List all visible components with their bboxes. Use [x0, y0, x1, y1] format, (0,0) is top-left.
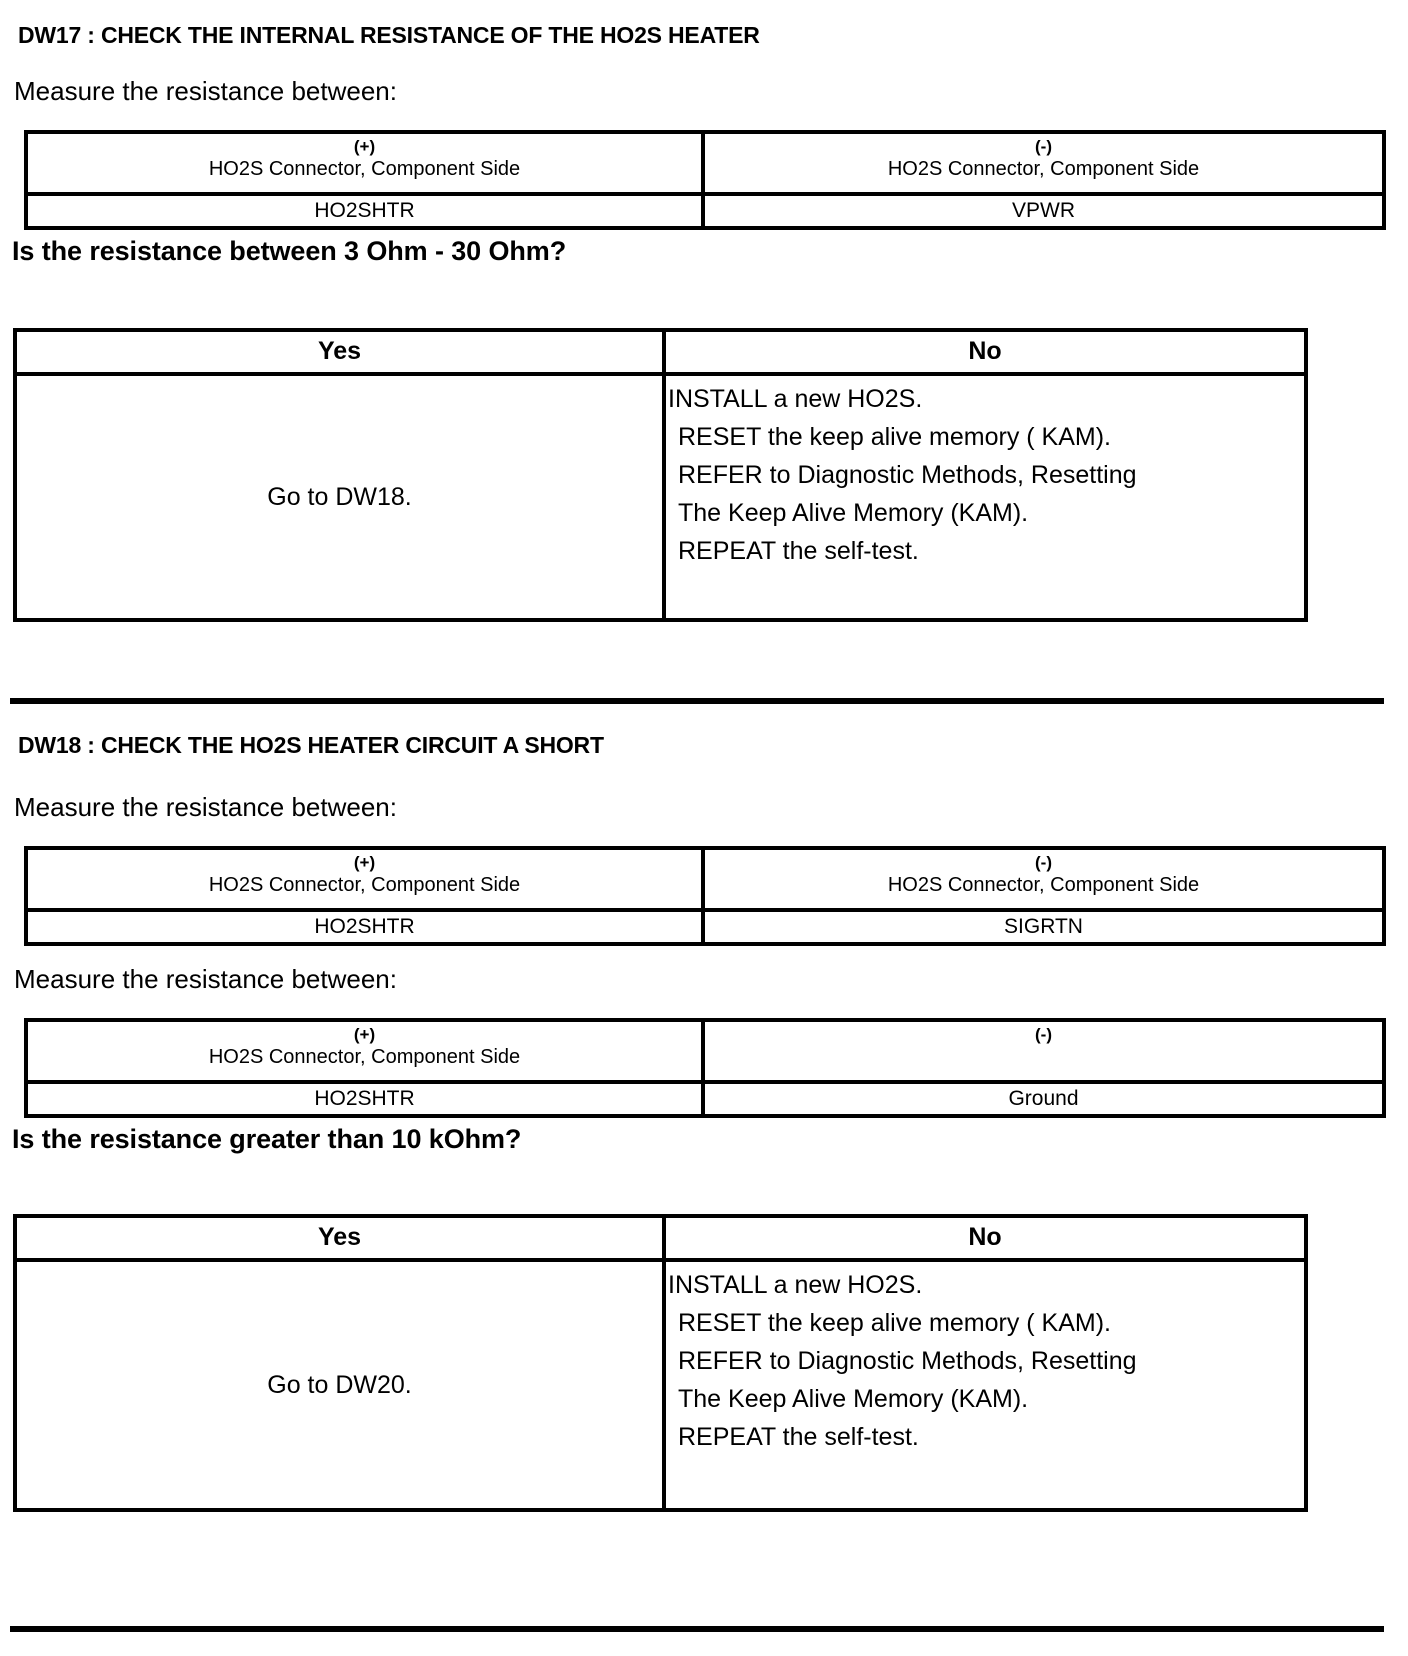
pin-cell-negative: Ground: [705, 1084, 1382, 1114]
no-action-line: The Keep Alive Memory (KAM).: [678, 1385, 1029, 1413]
pin-name: HO2SHTR: [314, 199, 415, 222]
section-title-dw17: DW17 : CHECK THE INTERNAL RESISTANCE OF …: [18, 22, 760, 48]
pin-cell-negative: SIGRTN: [705, 912, 1382, 942]
no-action-line: REFER to Diagnostic Methods, Resetting: [678, 1347, 1137, 1375]
measurement-negative-column: (-) HO2S Connector, Component Side: [705, 850, 1382, 908]
decision-header-no: No: [968, 337, 1002, 365]
pin-name: VPWR: [1012, 199, 1075, 222]
measurement-table-dw18-2: (+) HO2S Connector, Component Side (-) H…: [24, 1018, 1386, 1118]
pin-cell-positive: HO2SHTR: [28, 1084, 705, 1114]
polarity-label: (-): [1035, 137, 1052, 156]
pin-name: HO2SHTR: [314, 915, 415, 938]
decision-header-no: No: [968, 1223, 1002, 1251]
decision-cell-no: INSTALL a new HO2S. RESET the keep alive…: [666, 376, 1304, 618]
no-action-line: RESET the keep alive memory ( KAM).: [678, 1309, 1112, 1337]
question-dw17: Is the resistance between 3 Ohm - 30 Ohm…: [12, 236, 567, 266]
no-action-line: REPEAT the self-test.: [678, 1423, 919, 1451]
yes-action-text: Go to DW18.: [267, 482, 412, 511]
decision-table-dw17: Yes No Go to DW18. INSTALL a new HO2S. R…: [13, 328, 1308, 622]
question-dw18: Is the resistance greater than 10 kOhm?: [12, 1124, 522, 1154]
connector-side-label: HO2S Connector, Component Side: [208, 874, 521, 896]
decision-body-row: Go to DW18. INSTALL a new HO2S. RESET th…: [17, 376, 1304, 618]
connector-side-label: HO2S Connector, Component Side: [887, 874, 1200, 896]
no-action-line: The Keep Alive Memory (KAM).: [678, 499, 1029, 527]
polarity-label: (+): [353, 1025, 376, 1044]
measurement-header-row: (+) HO2S Connector, Component Side (-) H…: [28, 850, 1382, 912]
measure-lead-dw18-2: Measure the resistance between:: [14, 964, 397, 994]
measurement-negative-column: (-): [705, 1022, 1382, 1080]
pin-name: SIGRTN: [1004, 915, 1083, 938]
measurement-pin-row: HO2SHTR Ground: [28, 1084, 1382, 1114]
measure-lead-dw17-1: Measure the resistance between:: [14, 76, 397, 106]
polarity-label: (+): [353, 137, 376, 156]
no-action-line: REFER to Diagnostic Methods, Resetting: [678, 461, 1137, 489]
measurement-header-row: (+) HO2S Connector, Component Side (-): [28, 1022, 1382, 1084]
pin-name: Ground: [1008, 1087, 1079, 1110]
section-divider-rule-1: [10, 698, 1384, 704]
connector-side-label: HO2S Connector, Component Side: [887, 158, 1200, 180]
measurement-negative-column: (-) HO2S Connector, Component Side: [705, 134, 1382, 192]
pin-cell-negative: VPWR: [705, 196, 1382, 226]
decision-header-yes: Yes: [17, 1218, 666, 1258]
no-action-line: RESET the keep alive memory ( KAM).: [678, 423, 1112, 451]
polarity-label: (-): [1035, 853, 1052, 872]
polarity-label: (-): [1035, 1025, 1052, 1044]
decision-table-dw18: Yes No Go to DW20. INSTALL a new HO2S. R…: [13, 1214, 1308, 1512]
connector-side-label: HO2S Connector, Component Side: [208, 1046, 521, 1068]
pin-cell-positive: HO2SHTR: [28, 912, 705, 942]
measurement-pin-row: HO2SHTR VPWR: [28, 196, 1382, 226]
decision-cell-yes: Go to DW18.: [17, 376, 666, 618]
yes-action-text: Go to DW20.: [267, 1370, 412, 1399]
measurement-pin-row: HO2SHTR SIGRTN: [28, 912, 1382, 942]
polarity-label: (+): [353, 853, 376, 872]
measurement-table-dw17-1: (+) HO2S Connector, Component Side (-) H…: [24, 130, 1386, 230]
section-title-dw18: DW18 : CHECK THE HO2S HEATER CIRCUIT A S…: [18, 732, 604, 758]
measurement-positive-column: (+) HO2S Connector, Component Side: [28, 850, 705, 908]
measurement-table-dw18-1: (+) HO2S Connector, Component Side (-) H…: [24, 846, 1386, 946]
pin-cell-positive: HO2SHTR: [28, 196, 705, 226]
measure-lead-dw18-1: Measure the resistance between:: [14, 792, 397, 822]
decision-header-row: Yes No: [17, 1218, 1304, 1262]
pin-name: HO2SHTR: [314, 1087, 415, 1110]
no-action-line: INSTALL a new HO2S.: [668, 385, 923, 413]
decision-cell-no: INSTALL a new HO2S. RESET the keep alive…: [666, 1262, 1304, 1508]
decision-header-row: Yes No: [17, 332, 1304, 376]
no-action-line: REPEAT the self-test.: [678, 537, 919, 565]
measurement-positive-column: (+) HO2S Connector, Component Side: [28, 134, 705, 192]
decision-cell-yes: Go to DW20.: [17, 1262, 666, 1508]
measurement-positive-column: (+) HO2S Connector, Component Side: [28, 1022, 705, 1080]
no-action-line: INSTALL a new HO2S.: [668, 1271, 923, 1299]
connector-side-label: HO2S Connector, Component Side: [208, 158, 521, 180]
section-divider-rule-2: [10, 1626, 1384, 1632]
decision-header-yes: Yes: [17, 332, 666, 372]
measurement-header-row: (+) HO2S Connector, Component Side (-) H…: [28, 134, 1382, 196]
decision-body-row: Go to DW20. INSTALL a new HO2S. RESET th…: [17, 1262, 1304, 1508]
